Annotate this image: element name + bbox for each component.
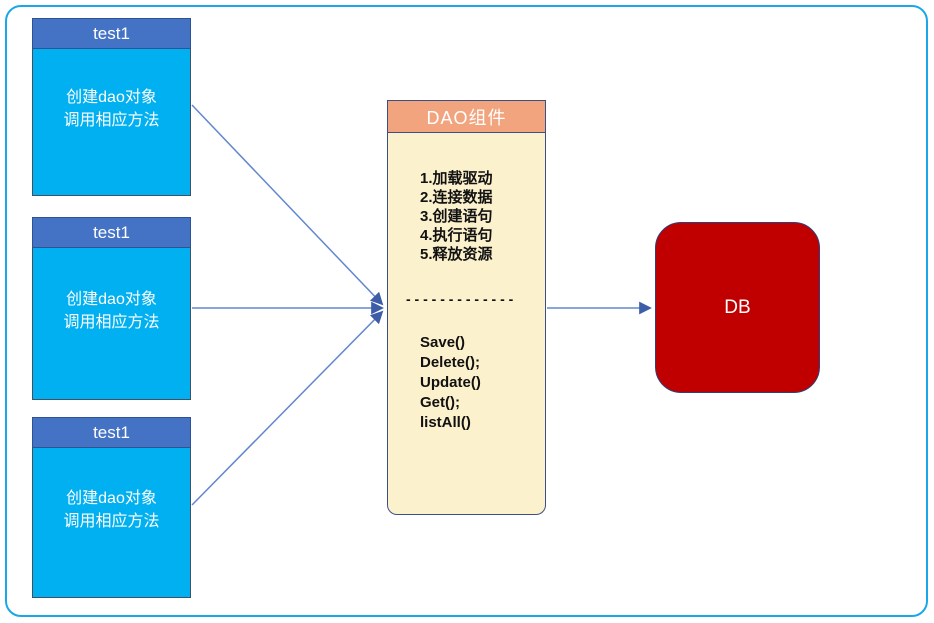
client-box-1-body: 创建dao对象 调用相应方法 xyxy=(32,49,191,196)
client-box-1-title: test1 xyxy=(32,18,191,49)
arrow-client1-to-dao xyxy=(191,104,384,306)
dao-step: 1.加载驱动 xyxy=(420,170,493,187)
dao-method: listAll() xyxy=(420,414,471,431)
dao-method: Delete(); xyxy=(420,354,481,371)
dao-method: Get(); xyxy=(420,394,460,411)
dao-component-body: 1.加载驱动 2.连接数据 3.创建语句 4.执行语句 5.释放资源 - - -… xyxy=(387,133,546,515)
arrow-client3-to-dao xyxy=(191,310,384,506)
client-box-1: test1 创建dao对象 调用相应方法 xyxy=(32,18,191,196)
client-box-3-body: 创建dao对象 调用相应方法 xyxy=(32,448,191,598)
dao-step: 4.执行语句 xyxy=(420,227,493,244)
dao-step: 3.创建语句 xyxy=(420,208,493,225)
client-box-2: test1 创建dao对象 调用相应方法 xyxy=(32,217,191,400)
dao-methods-list: Save() Delete(); Update() Get(); listAll… xyxy=(420,333,537,433)
client-box-2-title: test1 xyxy=(32,217,191,248)
dao-separator: - - - - - - - - - - - - - xyxy=(406,291,514,307)
dao-component-box: DAO组件 1.加载驱动 2.连接数据 3.创建语句 4.执行语句 5.释放资源… xyxy=(387,100,546,515)
dao-component-title: DAO组件 xyxy=(387,100,546,133)
dao-step: 2.连接数据 xyxy=(420,189,493,206)
dao-method: Update() xyxy=(420,374,481,391)
client-box-3-title: test1 xyxy=(32,417,191,448)
db-box: DB xyxy=(655,222,820,393)
dao-method: Save() xyxy=(420,334,466,351)
client-box-2-body: 创建dao对象 调用相应方法 xyxy=(32,248,191,400)
dao-steps-list: 1.加载驱动 2.连接数据 3.创建语句 4.执行语句 5.释放资源 xyxy=(420,169,537,264)
dao-step: 5.释放资源 xyxy=(420,246,493,263)
client-box-3: test1 创建dao对象 调用相应方法 xyxy=(32,417,191,598)
